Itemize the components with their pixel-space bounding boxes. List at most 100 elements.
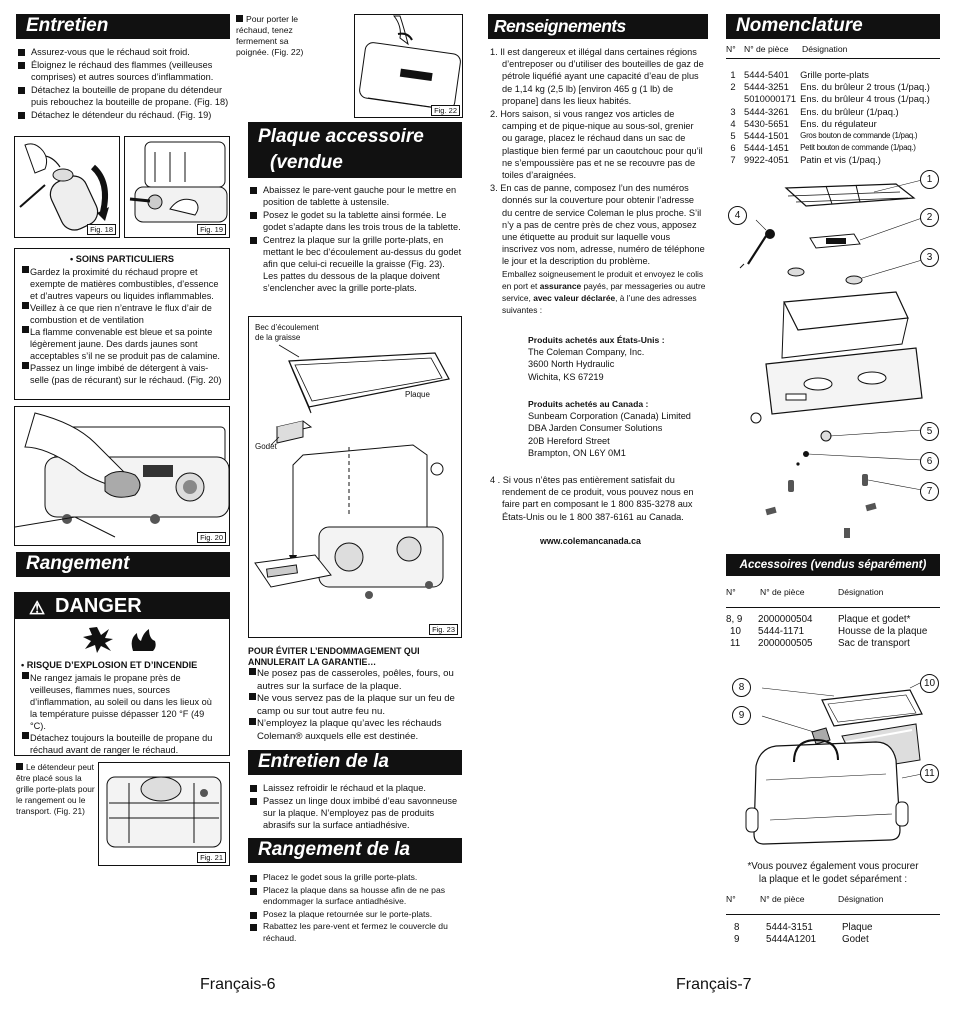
info-item-3: 3. En cas de panne, composez l’un des nu… bbox=[490, 182, 706, 315]
us-title: Produits achetés aux États-Unis : bbox=[528, 335, 665, 345]
fig-label: Fig. 20 bbox=[197, 532, 226, 543]
list-item: N’employez la plaque qu’avec les réchaud… bbox=[248, 718, 462, 743]
fig-label: Fig. 22 bbox=[431, 105, 460, 116]
row-part: 5444-1451 bbox=[744, 142, 789, 154]
transport-note: Pour porter le réchaud, tenez fermement … bbox=[236, 14, 322, 58]
row-desc: Sac de transport bbox=[838, 638, 910, 650]
plaque-title-line1: Plaque accessoire bbox=[258, 126, 424, 147]
col-desc: Désignation bbox=[838, 894, 884, 904]
label-plaque: Plaque bbox=[405, 390, 430, 399]
address-line: Sunbeam Corporation (Canada) Limited bbox=[528, 411, 691, 422]
address-line: DBA Jarden Consumer Solutions bbox=[528, 423, 663, 434]
row-desc: Housse de la plaque bbox=[838, 626, 928, 638]
row-part: 2000000505 bbox=[758, 638, 813, 650]
shipping-bold-2: avec valeur déclarée bbox=[533, 292, 616, 303]
fig-20-illustration: Fig. 20 bbox=[14, 406, 230, 546]
list-item: Passez un linge doux imbibé d’eau savonn… bbox=[250, 795, 462, 831]
fig-label: Fig. 21 bbox=[197, 852, 226, 863]
info-item-2: 2. Hors saison, si vous rangez vos artic… bbox=[490, 109, 703, 181]
callout-10: 10 bbox=[920, 674, 939, 693]
callout-6: 6 bbox=[920, 452, 939, 471]
rangement-heading: Rangement bbox=[16, 552, 230, 577]
warranty-warning: POUR ÉVITER L’ENDOMMAGEMENT QUI ANNULERA… bbox=[248, 646, 462, 743]
plaque-accessoire-heading: Plaque accessoire (vendue séparément) bbox=[248, 122, 462, 199]
soins-list: Gardez la proximité du réchaud propre et… bbox=[21, 266, 223, 386]
griddle-stove-icon bbox=[254, 344, 450, 599]
website-link[interactable]: www.colemancanada.ca bbox=[540, 536, 641, 546]
address-line: The Coleman Company, Inc. bbox=[528, 347, 645, 358]
warning-triangle-icon: ⚠ bbox=[29, 598, 46, 618]
callout-8: 8 bbox=[732, 678, 751, 697]
list-item: Ne posez pas de casseroles, poêles, four… bbox=[248, 668, 462, 693]
fig-19-illustration: Fig. 19 bbox=[124, 136, 230, 238]
col-desc: Désignation bbox=[838, 587, 884, 597]
row-part: 5444-3261 bbox=[744, 105, 789, 117]
col-part: N° de pièce bbox=[760, 587, 805, 597]
accessoires-rule bbox=[726, 607, 940, 608]
list-item: Abaissez le pare-vent gauche pour le met… bbox=[250, 184, 462, 208]
plaque-accessoire-list: Abaissez le pare-vent gauche pour le met… bbox=[250, 184, 462, 295]
list-item: Laissez refroidir le réchaud et la plaqu… bbox=[250, 782, 462, 794]
callout-3: 3 bbox=[920, 248, 939, 267]
row-no: 7 bbox=[730, 154, 736, 166]
row-desc: Ens. du brûleur 4 trous (1/paq.) bbox=[800, 93, 930, 105]
fig-label: Fig. 19 bbox=[197, 224, 226, 235]
row-desc: Plaque et godet* bbox=[838, 614, 911, 625]
entretien-plaque-list: Laissez refroidir le réchaud et la plaqu… bbox=[250, 782, 462, 832]
stove-storage-icon bbox=[106, 776, 222, 848]
risk-title: • RISQUE D’EXPLOSION ET D’INCENDIE bbox=[21, 660, 198, 670]
entretien-heading: Entretien bbox=[16, 14, 230, 39]
list-item: Rabattez les pare-vent et fermez le couv… bbox=[250, 921, 462, 944]
row-no: 1 bbox=[730, 69, 736, 80]
explosion-fire-icon bbox=[83, 627, 156, 653]
list-item: La flamme convenable est bleue et sa poi… bbox=[21, 326, 223, 362]
info-item-4: 4 . Si vous n’êtes pas entièrement satis… bbox=[490, 475, 694, 522]
rangement-plaque-heading: Rangement de la plaque bbox=[248, 838, 462, 884]
row-no: 6 bbox=[730, 142, 736, 154]
danger-banner: ⚠ DANGER bbox=[15, 593, 229, 619]
list-item: Posez le godet su la tablette ainsi form… bbox=[250, 209, 462, 233]
list-item: Éloignez le réchaud des flammes (veilleu… bbox=[18, 59, 232, 83]
nomenclature-rule bbox=[726, 58, 940, 59]
danger-title: DANGER bbox=[55, 595, 142, 617]
accessoires-heading: Accessoires (vendus séparément) bbox=[726, 554, 940, 576]
accessoires-rule-2 bbox=[726, 914, 940, 915]
callout-2: 2 bbox=[920, 208, 939, 227]
list-item: Centrez la plaque sur la grille porte-pl… bbox=[250, 234, 462, 294]
row-no: 4 bbox=[730, 117, 736, 129]
warning-title-1: POUR ÉVITER L’ENDOMMAGEMENT QUI bbox=[248, 646, 420, 656]
fig-23-illustration: Bec d’écoulement de la graisse Plaque Go… bbox=[248, 316, 462, 638]
callout-4: 4 bbox=[728, 206, 747, 225]
shipping-text: Emballez soigneusement le produit et env… bbox=[502, 268, 704, 291]
row-no: 9 bbox=[734, 934, 740, 946]
callout-5: 5 bbox=[920, 422, 939, 441]
risk-list: Ne rangez jamais le propane près de veil… bbox=[21, 672, 221, 756]
row-desc: Grille porte-plats bbox=[800, 69, 869, 80]
note-line-1: *Vous pouvez également vous procurer bbox=[747, 861, 919, 872]
shipping-text-3: , à l’une des adresses suivantes : bbox=[502, 292, 697, 315]
list-item: Veillez à ce que rien n’entrave le flux … bbox=[21, 302, 223, 326]
row-part: 5444-1501 bbox=[744, 130, 789, 142]
row-no bbox=[726, 93, 744, 105]
label-bec-ecoulement: Bec d’écoulement de la graisse bbox=[255, 323, 319, 343]
griddle-bag-icon bbox=[745, 681, 923, 845]
rangement-plaque-list: Placez le godet sous la grille porte-pla… bbox=[250, 872, 462, 946]
note-line-2: la plaque et le godet séparément : bbox=[758, 874, 908, 885]
row-part: 5010000171 bbox=[744, 93, 797, 105]
row-part: 2000000504 bbox=[758, 614, 813, 625]
shipping-bold-1: assurance bbox=[539, 280, 582, 291]
address-us: Produits achetés aux États-Unis : The Co… bbox=[528, 334, 708, 383]
entretien-plaque-heading: Entretien de la plaque bbox=[248, 750, 462, 796]
row-part: 5444-1171 bbox=[758, 626, 805, 638]
list-item: Ne rangez jamais le propane près de veil… bbox=[21, 672, 221, 732]
